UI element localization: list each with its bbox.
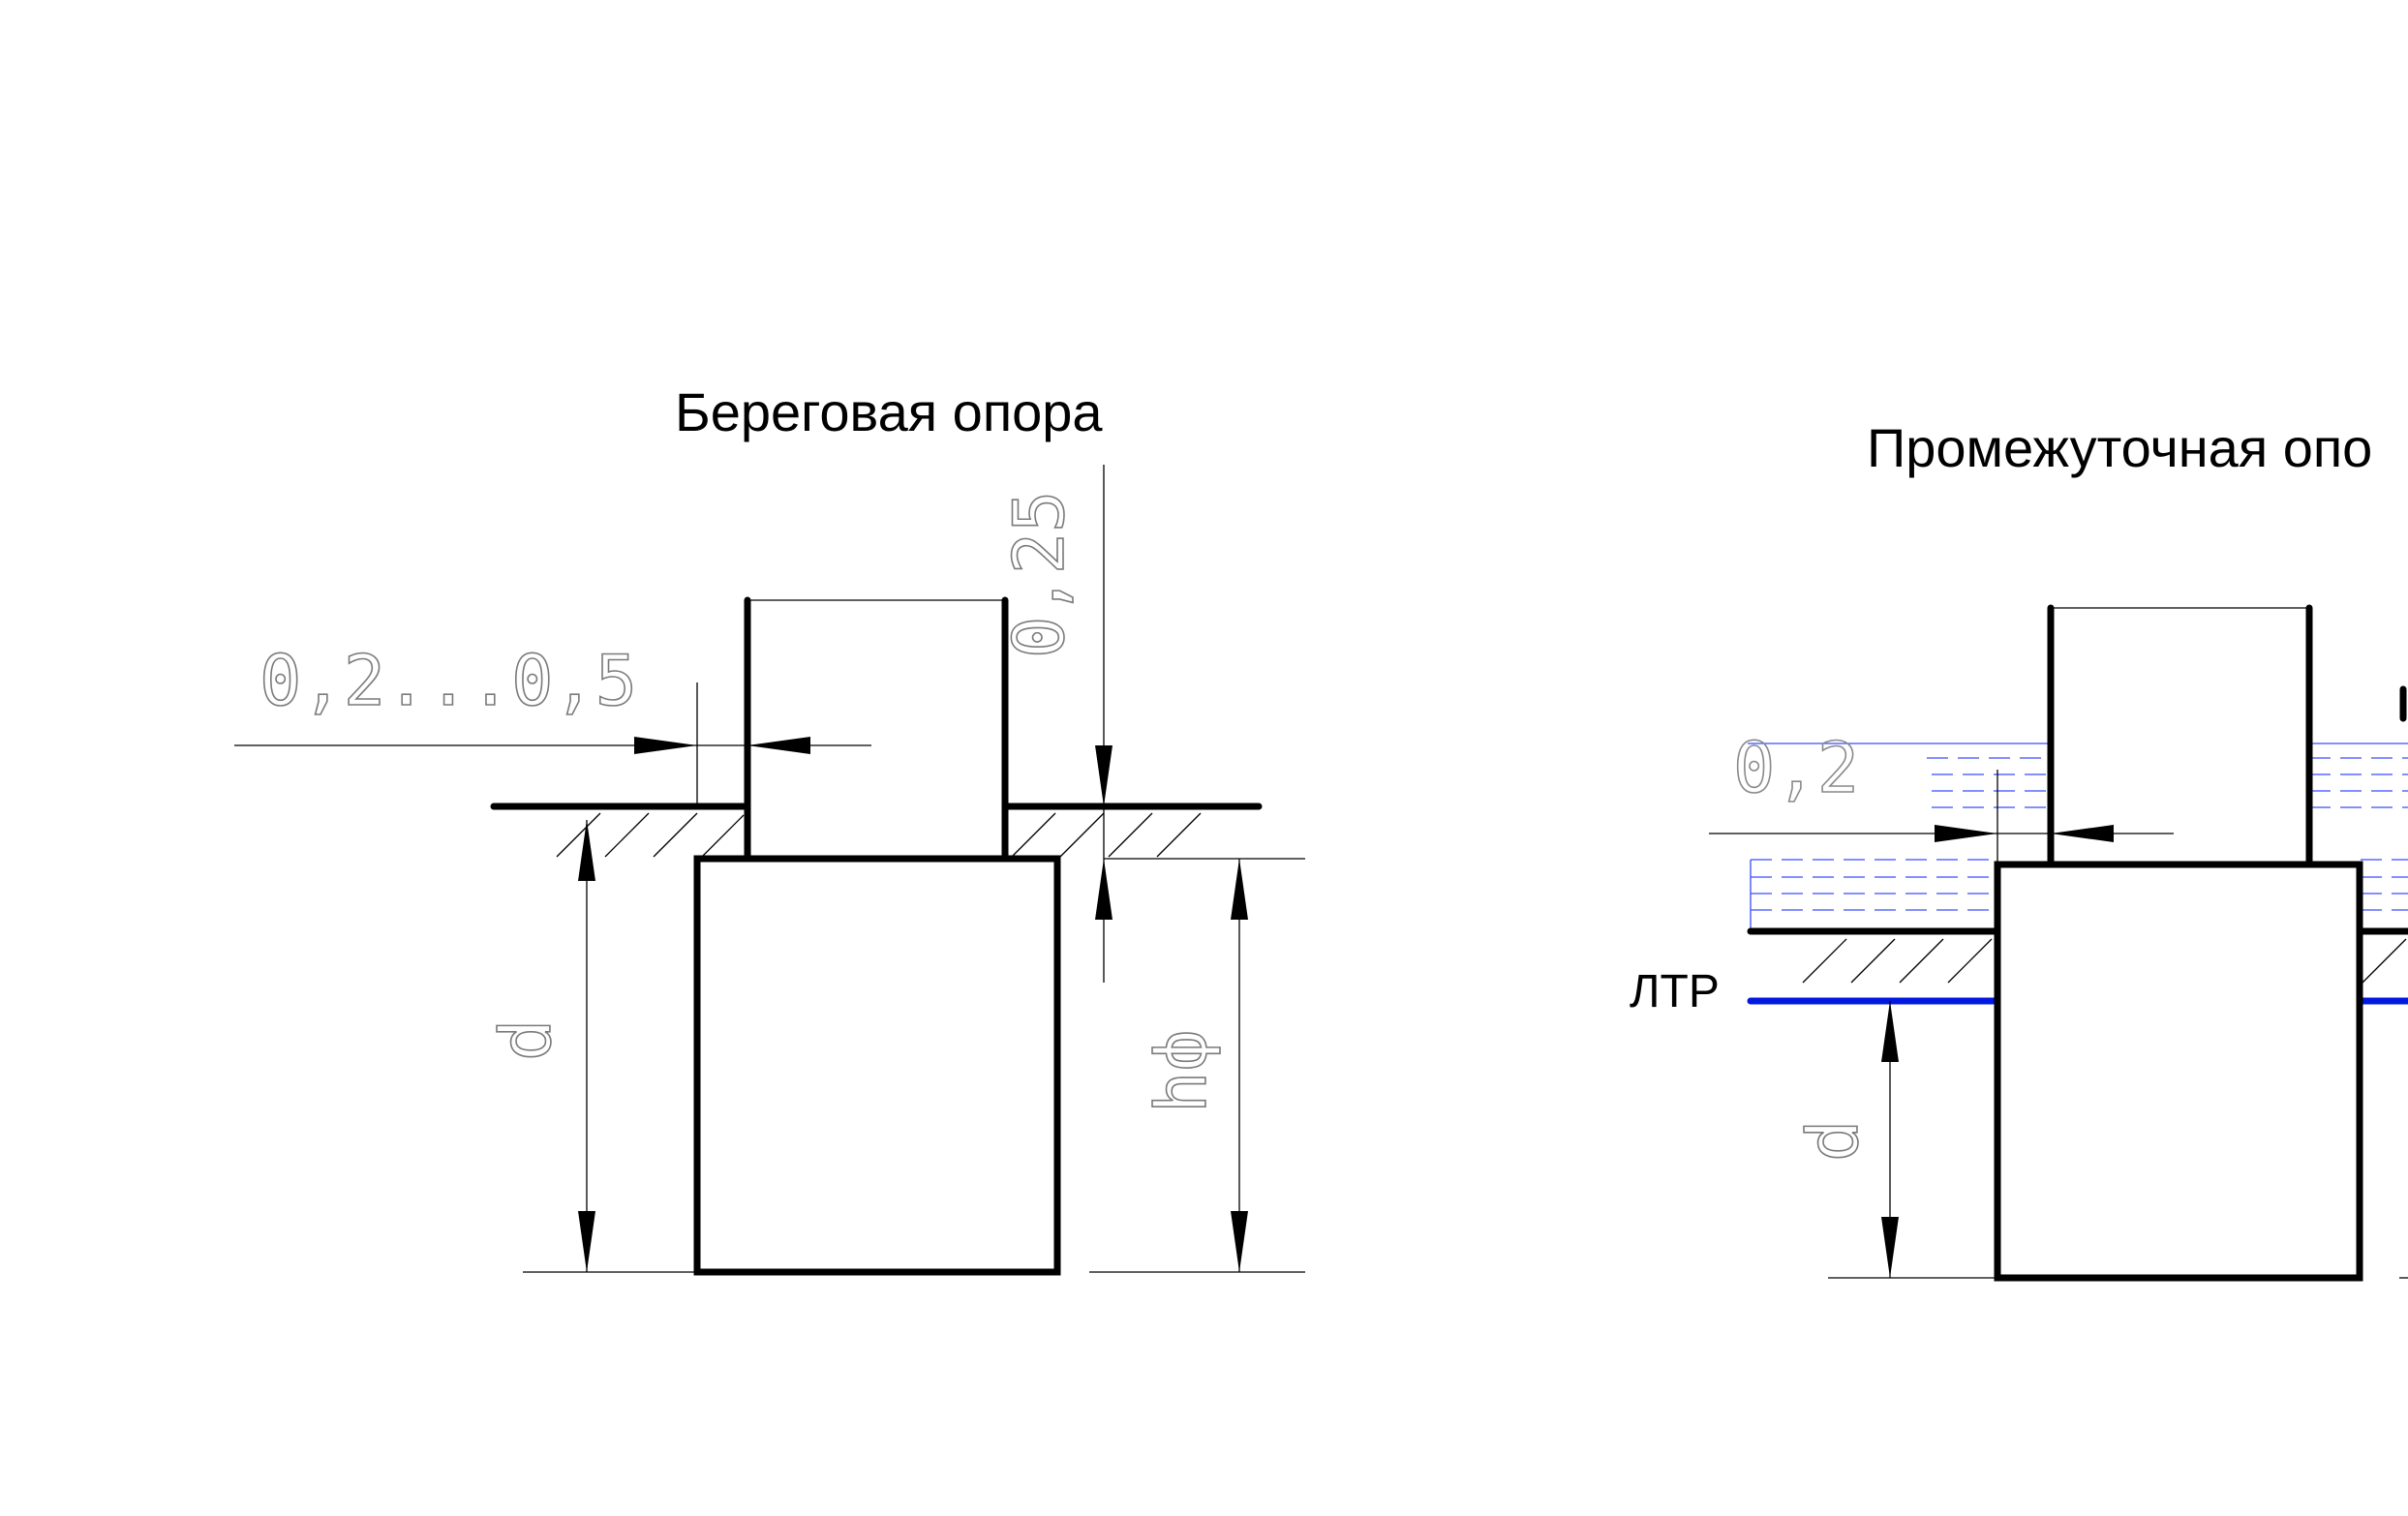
right-water-lines — [1748, 743, 2408, 931]
right-gap-label: 0,2 — [1733, 727, 1859, 808]
left-gap-arrow-2 — [747, 737, 810, 754]
left-depth-arrow-1 — [578, 820, 595, 881]
left-gap-arrow-1 — [634, 737, 697, 754]
left-title: Береговая опора — [675, 381, 1103, 442]
right-depth-arrow-1 — [1881, 1001, 1899, 1062]
left-depth-label: d — [485, 1019, 566, 1061]
right-depth-label: d — [1792, 1120, 1874, 1162]
right-ground-hatch — [1802, 938, 2407, 984]
right-ltr-label: ЛТР — [1630, 966, 1720, 1017]
right-support-drawing: Промежуточная опо — [1630, 417, 2408, 1282]
right-title: Промежуточная опо — [1867, 417, 2372, 478]
left-top-arrow-1 — [1095, 745, 1113, 806]
right-gap-arrow-1 — [1935, 825, 1997, 842]
left-fh-label: hф — [1141, 1029, 1222, 1113]
left-foundation-block — [693, 855, 1061, 1276]
left-top-label: 0,25 — [998, 491, 1080, 658]
left-ground-hatch — [556, 812, 1202, 858]
left-depth-arrow-2 — [578, 1211, 595, 1272]
left-top-arrow-2 — [1095, 859, 1113, 920]
left-support-drawing: Береговая опора 0,2...0,5 — [234, 381, 1305, 1276]
left-fh-arrow-1 — [1231, 859, 1248, 920]
right-gap-arrow-2 — [2051, 825, 2114, 842]
left-fh-arrow-2 — [1231, 1211, 1248, 1272]
left-gap-label: 0,2...0,5 — [259, 640, 637, 721]
right-foundation-block — [1994, 861, 2363, 1282]
right-depth-arrow-2 — [1881, 1217, 1899, 1278]
